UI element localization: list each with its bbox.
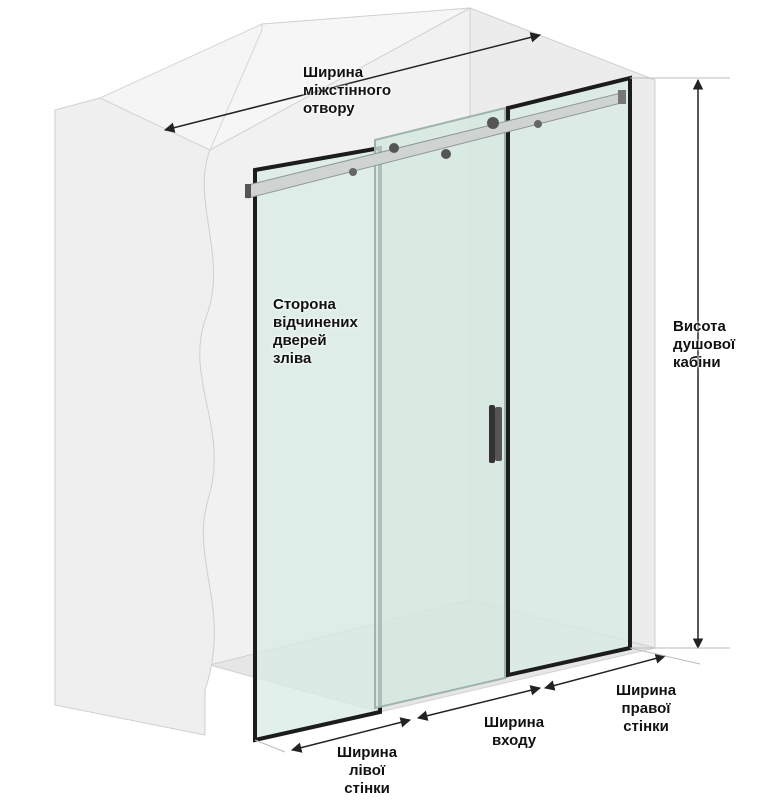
opening-width-arrow [163,32,542,133]
label-line: дверей [273,332,327,349]
opening-width-label: Ширина міжстінного отвору [303,64,391,118]
roller-wheel-icon [487,117,499,129]
entrance-width-label: Ширина входу [484,714,544,750]
label-line: правої [621,700,671,717]
roller-wheel-icon [441,149,451,159]
right-glass-panel [506,75,632,678]
roller-wheel-icon [389,143,399,153]
dimension-lines [163,32,730,753]
rail-end-right [618,90,626,104]
label-line: входу [491,732,537,749]
left-wall-front [54,97,215,736]
label-line: душової [673,336,736,353]
left-wall-width-arrow [290,717,412,753]
right-wall-width-arrow [543,653,667,691]
right-wall-width-label: Ширина правої стінки [616,682,676,736]
door-handle-icon [489,405,502,463]
roller-wheel-icon [349,168,357,176]
label-line: Ширина [337,744,398,761]
rail-end-left [245,184,251,198]
label-line: стінки [623,718,669,735]
label-line: отвору [303,100,355,117]
label-line: кабіни [673,354,721,371]
left-glass-panel [253,145,382,743]
glass-panels [253,75,632,743]
guide-left [254,739,286,753]
left-wall-width-label: Ширина лівої стінки [337,744,397,798]
roller-wheel-icon [534,120,542,128]
entrance-width-arrow [416,685,542,721]
label-line: Ширина [616,682,677,699]
left-door-side-label: Сторона відчинених дверей зліва [273,296,358,368]
label-line: Сторона [273,296,336,313]
label-line: зліва [273,350,312,367]
label-line: стінки [344,780,390,797]
cabin-height-label: Висота душової кабіни [673,318,735,372]
label-line: Висота [673,318,726,335]
label-line: Ширина [303,64,364,81]
label-line: Ширина [484,714,545,731]
label-line: лівої [348,762,386,779]
sliding-door-panel [374,106,506,710]
label-line: відчинених [273,314,358,331]
guide-right [629,647,701,665]
label-line: міжстінного [303,82,392,99]
